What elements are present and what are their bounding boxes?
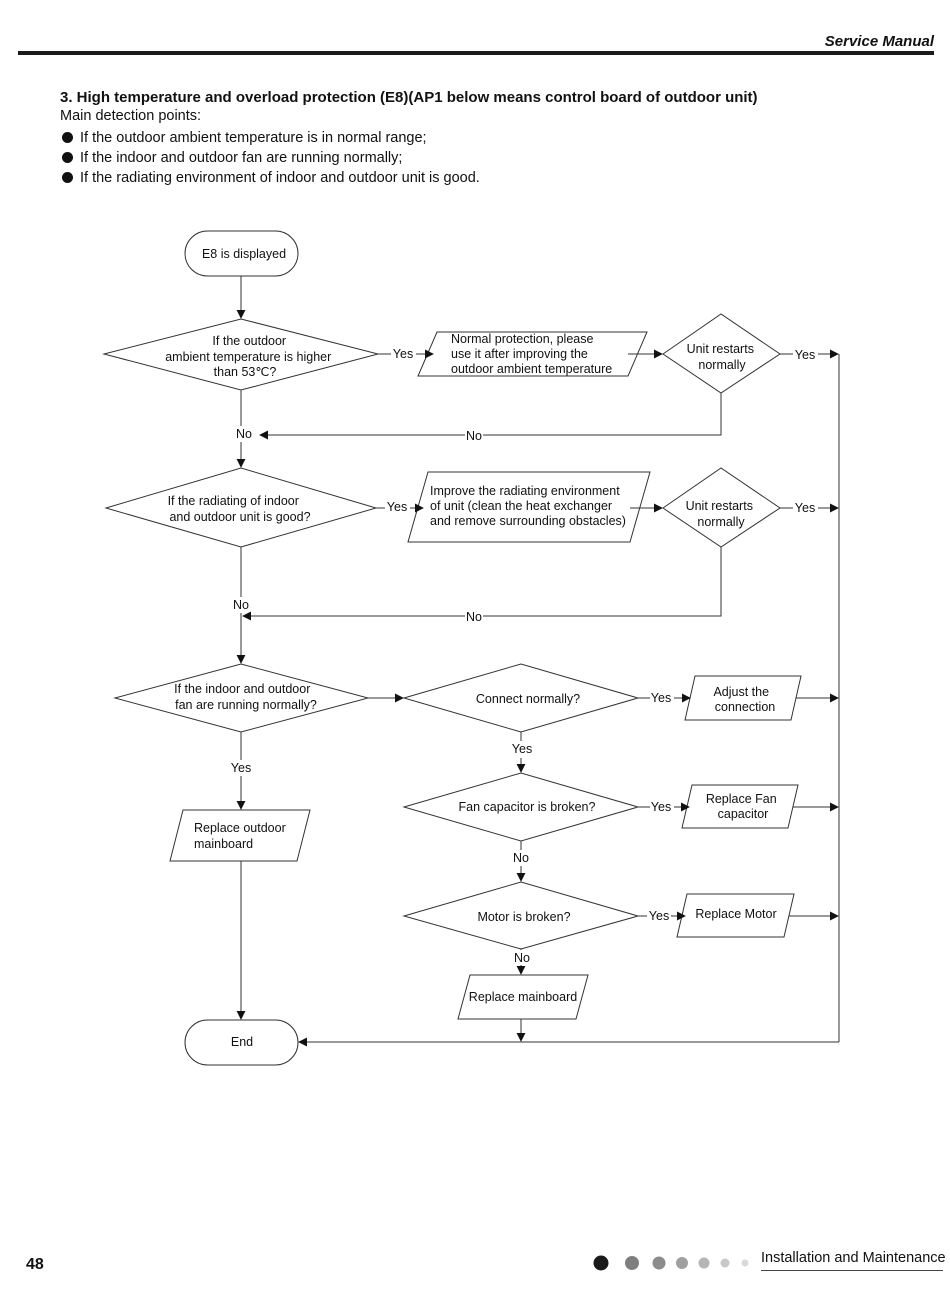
- header-rule: [18, 51, 934, 55]
- dot-icon: [720, 1258, 730, 1268]
- end-label: End: [231, 1035, 253, 1049]
- section-title: 3. High temperature and overload protect…: [60, 89, 758, 106]
- bullet-icon: [62, 152, 73, 163]
- replace-motor-box: [676, 893, 795, 938]
- radiating-question-text: If the radiating of indoor and outdoor u…: [168, 494, 311, 524]
- header-title: Service Manual: [824, 33, 934, 50]
- adjust-connection-text: Adjust the connection: [713, 685, 775, 714]
- no-label: No: [233, 598, 249, 612]
- yes-label: Yes: [651, 800, 671, 814]
- replace-outdoor-mainboard-text: Replace outdoor mainboard: [194, 821, 289, 851]
- normal-protection-box: [417, 331, 648, 377]
- list-item: If the outdoor ambient temperature is in…: [60, 128, 480, 148]
- replace-mainboard-box: [457, 974, 589, 1020]
- yes-label: Yes: [231, 761, 251, 775]
- bullet-icon: [62, 172, 73, 183]
- temperature-question-text: If the outdoor ambient temperature is hi…: [165, 334, 335, 379]
- normal-protection-text: Normal protection, please use it after i…: [451, 332, 612, 376]
- yes-label: Yes: [795, 348, 815, 362]
- footer-rule: [761, 1270, 943, 1271]
- footer-label: Installation and Maintenance: [761, 1250, 946, 1266]
- no-label: No: [236, 427, 252, 441]
- page-number: 48: [26, 1256, 44, 1273]
- replace-capacitor-box: [681, 784, 799, 829]
- no-label: No: [466, 610, 482, 624]
- yes-label: Yes: [649, 909, 669, 923]
- yes-label: Yes: [651, 691, 671, 705]
- restart-1-text: Unit restarts normally: [687, 342, 758, 372]
- fan-running-question-text: If the indoor and outdoor fan are runnin…: [174, 682, 317, 712]
- detection-intro: Main detection points:: [60, 108, 202, 124]
- connect-question-text: Connect normally?: [476, 692, 580, 706]
- dot-icon: [698, 1257, 710, 1269]
- improve-radiating-text: Improve the radiating environment of uni…: [430, 484, 626, 528]
- replace-outdoor-mainboard-box: [169, 809, 311, 862]
- yes-label: Yes: [512, 742, 532, 756]
- dot-icon: [652, 1256, 666, 1270]
- dot-icon: [741, 1259, 749, 1267]
- no-label: No: [514, 951, 530, 965]
- capacitor-question-text: Fan capacitor is broken?: [459, 800, 596, 814]
- dot-icon: [625, 1256, 639, 1270]
- detection-points-list: If the outdoor ambient temperature is in…: [60, 128, 480, 188]
- no-label: No: [513, 851, 529, 865]
- no-label: No: [466, 429, 482, 443]
- replace-capacitor-text: Replace Fan capacitor: [706, 792, 780, 821]
- list-item: If the radiating environment of indoor a…: [60, 168, 480, 188]
- replace-mainboard-text: Replace mainboard: [469, 990, 577, 1004]
- dot-icon: [593, 1255, 609, 1271]
- improve-radiating-box: [407, 471, 651, 543]
- replace-motor-text: Replace Motor: [695, 907, 776, 921]
- dot-icon: [676, 1257, 688, 1269]
- end-terminal: [184, 1019, 299, 1066]
- list-item: If the indoor and outdoor fan are runnin…: [60, 148, 480, 168]
- yes-label: Yes: [795, 501, 815, 515]
- yes-label: Yes: [387, 500, 407, 514]
- motor-question-text: Motor is broken?: [477, 910, 570, 924]
- adjust-connection-box: [684, 675, 802, 721]
- bullet-icon: [62, 132, 73, 143]
- start-label: E8 is displayed: [202, 247, 286, 261]
- restart-2-text: Unit restarts normally: [686, 499, 757, 529]
- yes-label: Yes: [393, 347, 413, 361]
